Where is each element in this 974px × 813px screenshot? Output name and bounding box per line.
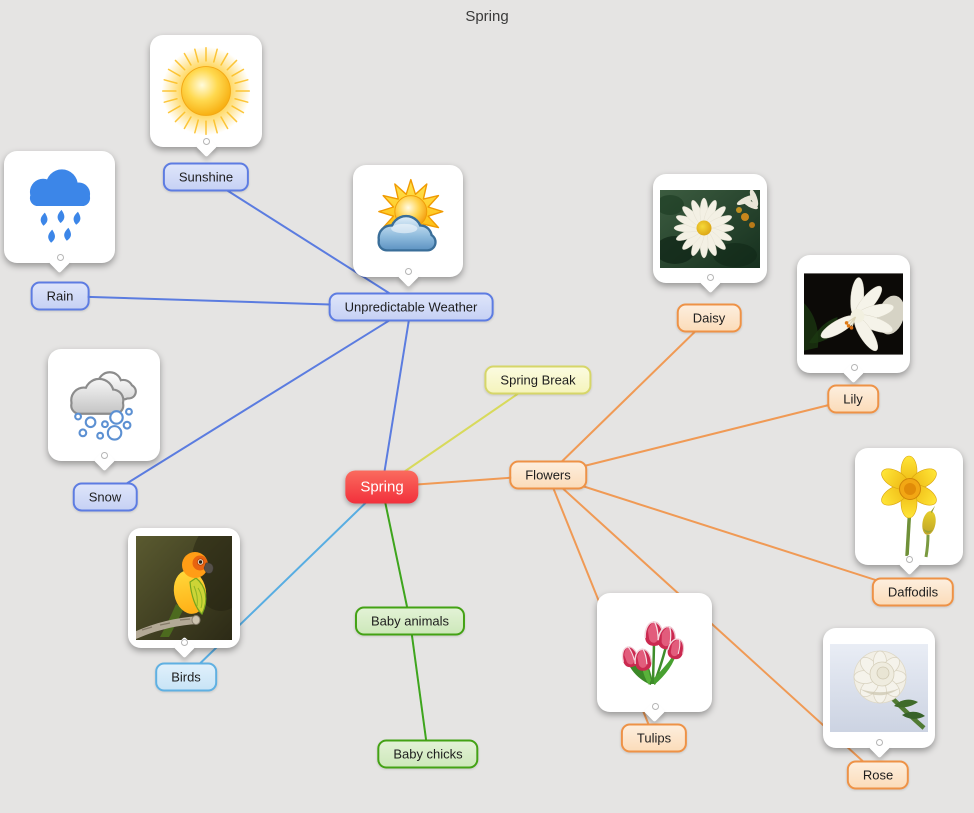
edge-spring-unpredictable_weather	[381, 306, 412, 488]
sun-behind-cloud-icon	[377, 178, 444, 252]
page-title: Spring	[465, 8, 509, 25]
tulips-photo	[605, 613, 704, 692]
birds-image-node[interactable]	[128, 528, 240, 648]
daisy-photo	[660, 189, 760, 268]
node-spring-break[interactable]: Spring Break	[484, 365, 592, 395]
edge-unpredictable_weather-sunshine	[205, 176, 412, 308]
edge-flowers-lily	[547, 398, 854, 476]
node-sunshine[interactable]: Sunshine	[162, 162, 250, 192]
white-rose-photo	[830, 644, 928, 732]
attachment-icon	[181, 639, 188, 646]
lily-photo	[804, 273, 903, 355]
attachment-icon	[56, 254, 64, 261]
node-flowers[interactable]: Flowers	[509, 460, 587, 490]
daffodil-photo	[862, 455, 956, 558]
rain-cloud-icon	[29, 169, 90, 243]
rain-image-node[interactable]	[4, 151, 115, 263]
node-baby-animals[interactable]: Baby animals	[354, 606, 466, 636]
tulips-image-node[interactable]	[597, 593, 712, 712]
attachment-icon	[876, 739, 883, 746]
daffodils-image-node[interactable]	[855, 448, 963, 565]
attachment-icon	[707, 274, 714, 281]
attachment-icon	[906, 556, 913, 563]
attachment-icon	[405, 268, 412, 275]
node-rose[interactable]: Rose	[846, 760, 910, 790]
daisy-image-node[interactable]	[653, 174, 767, 283]
attachment-icon	[101, 452, 108, 459]
attachment-icon	[203, 138, 210, 145]
node-baby-chicks[interactable]: Baby chicks	[377, 739, 479, 769]
parrot-photo	[136, 536, 232, 640]
edge-spring-spring_break	[381, 379, 539, 488]
edge-flowers-daffodils	[547, 474, 914, 593]
edge-baby_animals-baby_chicks	[409, 620, 429, 755]
node-lily[interactable]: Lily	[827, 384, 879, 414]
node-tulips[interactable]: Tulips	[620, 723, 688, 753]
edge-spring-baby_animals	[381, 486, 411, 622]
edge-unpredictable_weather-snow	[104, 306, 412, 498]
edge-flowers-daisy	[547, 317, 710, 476]
unpredictable-weather-image-node[interactable]	[353, 165, 463, 277]
sunshine-image-node[interactable]	[150, 35, 262, 147]
lily-image-node[interactable]	[797, 255, 910, 373]
node-spring[interactable]: Spring	[345, 470, 419, 504]
attachment-icon	[651, 703, 659, 710]
node-birds[interactable]: Birds	[155, 662, 217, 692]
snow-clouds-icon	[70, 371, 137, 441]
node-unpredictable-weather[interactable]: Unpredictable Weather	[328, 292, 494, 322]
sun-icon	[161, 46, 251, 136]
snow-image-node[interactable]	[48, 349, 160, 461]
node-snow[interactable]: Snow	[72, 482, 138, 512]
rose-image-node[interactable]	[823, 628, 935, 748]
attachment-icon	[850, 364, 858, 371]
node-rain[interactable]: Rain	[30, 281, 90, 311]
node-daffodils[interactable]: Daffodils	[871, 577, 955, 607]
node-daisy[interactable]: Daisy	[676, 303, 742, 333]
